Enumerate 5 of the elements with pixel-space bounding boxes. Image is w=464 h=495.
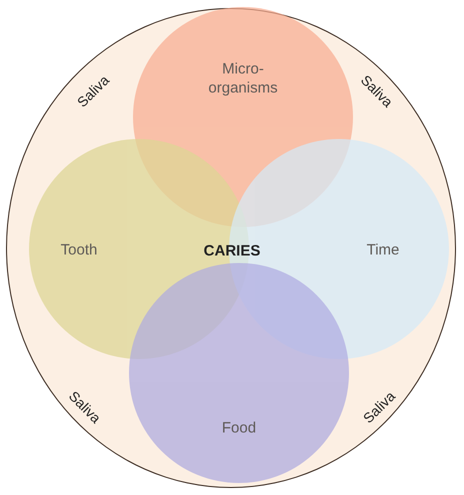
circle-label: Micro- organisms bbox=[207, 60, 279, 98]
circle-label: Tooth bbox=[60, 242, 98, 260]
circle-label: Time bbox=[366, 242, 400, 260]
center-label: CARIES bbox=[204, 242, 260, 260]
circle-label: Food bbox=[220, 420, 258, 438]
